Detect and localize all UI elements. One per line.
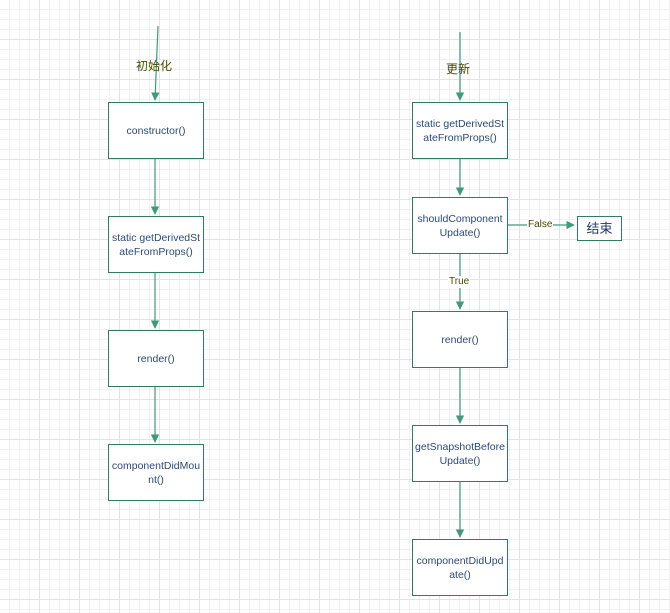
false-edge-label: False bbox=[527, 219, 554, 231]
init-label: 初始化 bbox=[136, 59, 173, 73]
render-node-update[interactable]: render() bbox=[412, 311, 508, 368]
should-component-update-node[interactable]: shouldComponentUpdate() bbox=[412, 197, 508, 254]
get-snapshot-before-update-node[interactable]: getSnapshotBeforeUpdate() bbox=[412, 425, 508, 482]
render-node-init[interactable]: render() bbox=[108, 330, 204, 387]
update-label: 更新 bbox=[446, 62, 471, 76]
component-did-mount-node[interactable]: componentDidMount() bbox=[108, 444, 204, 501]
end-node[interactable]: 结束 bbox=[577, 216, 622, 241]
constructor-node[interactable]: constructor() bbox=[108, 102, 204, 159]
arrow-init-entry bbox=[151, 25, 160, 101]
true-edge-label: True bbox=[448, 276, 471, 288]
get-derived-state-node-update[interactable]: static getDerivedStateFromProps() bbox=[412, 102, 508, 159]
get-derived-state-node-init[interactable]: static getDerivedStateFromProps() bbox=[108, 216, 204, 273]
component-did-update-node[interactable]: componentDidUpdate() bbox=[412, 539, 508, 596]
